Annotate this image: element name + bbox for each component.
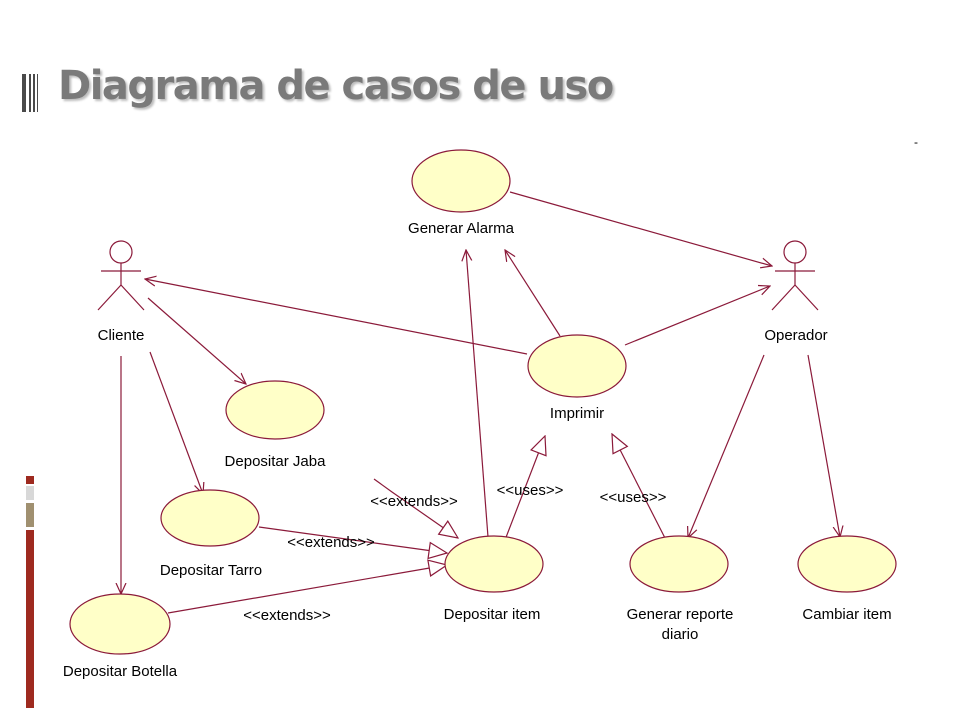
stereotype-extends-botella: <<extends>>	[243, 607, 331, 624]
side-bar-red-main	[26, 530, 34, 708]
usecase-label-depositar-tarro: Depositar Tarro	[160, 562, 262, 579]
usecase-label-depositar-botella: Depositar Botella	[63, 663, 178, 680]
title-bar-3	[33, 74, 35, 112]
title-bar-1	[22, 74, 26, 112]
extends-botella-item	[167, 565, 447, 614]
usecase-cambiar-item	[797, 535, 897, 593]
assoc-imprimir-alarma	[505, 250, 561, 337]
assoc-operador-cambiar	[807, 354, 840, 537]
usecase-depositar-jaba	[225, 380, 325, 440]
usecase-label-depositar-jaba: Depositar Jaba	[225, 453, 327, 470]
title-bar-2	[29, 74, 31, 112]
usecase-generar-reporte	[629, 535, 729, 593]
uses-item-imprimir	[504, 436, 545, 541]
assoc-cliente-tarro	[149, 351, 203, 494]
actor-label-operador: Operador	[764, 327, 827, 344]
usecase-label-depositar-item: Depositar item	[444, 606, 541, 623]
usecase-depositar-botella	[69, 593, 171, 655]
stray-mark: -	[914, 135, 918, 149]
title-bar-4	[37, 74, 38, 112]
usecase-label-imprimir: Imprimir	[550, 405, 604, 422]
stereotype-uses-item: <<uses>>	[497, 482, 564, 499]
assoc-imprimir-operador	[624, 286, 770, 346]
usecase-depositar-item	[444, 535, 544, 593]
slide-title: Diagrama de casos de uso	[58, 63, 614, 109]
uses-reporte-imprimir	[612, 434, 667, 541]
extends-jaba-item	[373, 478, 458, 538]
stereotype-extends-jaba: <<extends>>	[370, 493, 458, 510]
side-bar-red-top	[26, 476, 34, 484]
stereotype-extends-tarro: <<extends>>	[287, 534, 375, 551]
actor-label-cliente: Cliente	[98, 327, 145, 344]
assoc-operador-reporte	[688, 354, 765, 538]
usecase-generar-alarma	[411, 149, 511, 213]
actor-cliente	[97, 240, 145, 311]
assoc-imprimir-cliente	[145, 279, 528, 355]
usecase-imprimir	[527, 334, 627, 398]
extends-tarro-item	[258, 526, 447, 553]
usecase-label-generar-alarma: Generar Alarma	[408, 220, 515, 237]
usecase-label-cambiar-item: Cambiar item	[802, 606, 891, 623]
side-bar-tan	[26, 503, 34, 527]
assoc-item-alarma	[466, 250, 489, 538]
usecase-label-generar-reporte-line2: diario	[662, 626, 699, 643]
assoc-alarma-operador	[509, 191, 772, 266]
assoc-cliente-jaba	[147, 297, 246, 384]
stereotype-uses-reporte: <<uses>>	[600, 489, 667, 506]
usecase-label-generar-reporte: Generar reporte	[627, 606, 734, 623]
usecase-depositar-tarro	[160, 489, 260, 547]
side-bar-grey	[26, 486, 34, 500]
actor-operador	[771, 240, 819, 311]
